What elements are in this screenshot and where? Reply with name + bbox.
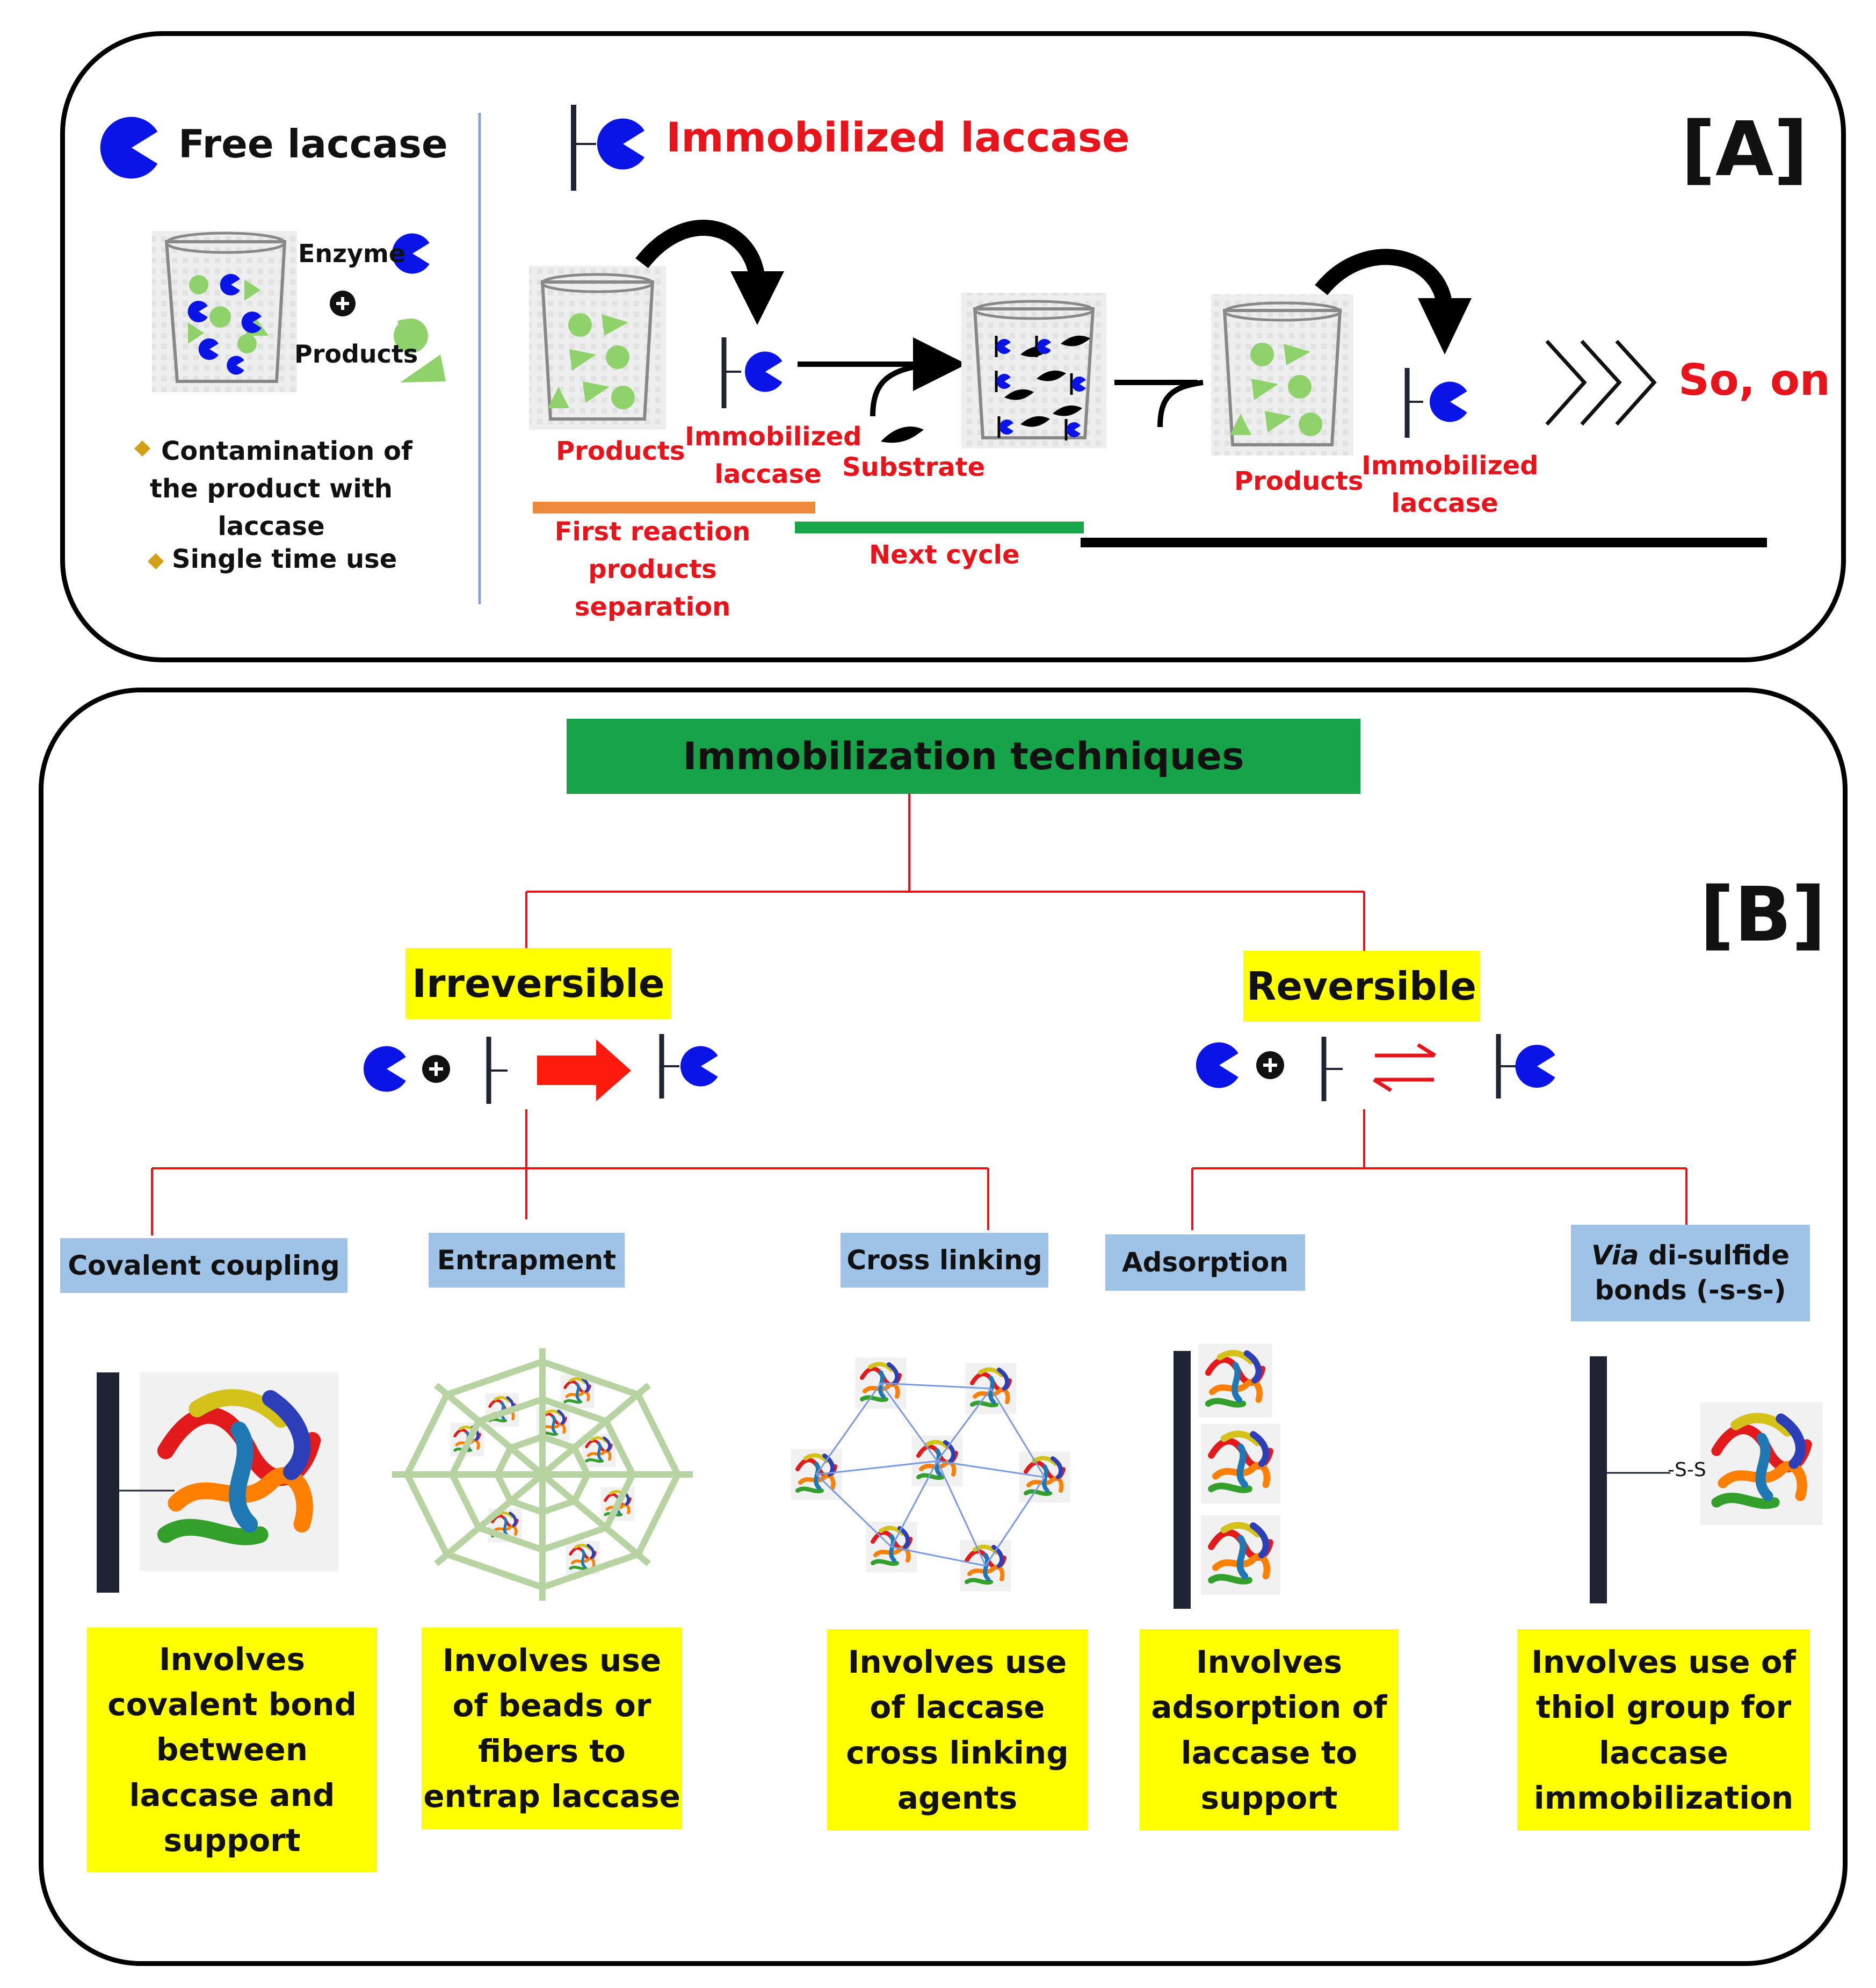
substrate-hook — [870, 363, 924, 417]
protein-adsorption-2-icon — [1200, 1423, 1281, 1504]
enzyme-icon-irr — [363, 1046, 406, 1092]
enzyme-icon-rev — [1196, 1042, 1238, 1088]
method-cross-linking: Cross linking — [841, 1233, 1048, 1288]
immobilized-enzyme-rev — [1515, 1045, 1555, 1088]
enzyme-label: Enzyme — [298, 239, 406, 268]
products-label: Products — [294, 339, 418, 368]
method-entrapment: Entrapment — [429, 1233, 625, 1288]
desc-covalent: Involves covalent bond between laccase a… — [87, 1628, 377, 1872]
techniques-title: Immobilization techniques — [567, 719, 1360, 794]
so-on-label: So, on — [1678, 355, 1830, 405]
desc-adsorption: Involves adsorption of laccase to suppor… — [1140, 1629, 1399, 1831]
support-bar-disulfide — [1590, 1356, 1607, 1603]
hook-2 — [1157, 380, 1204, 428]
plus-icon-rev — [1256, 1051, 1284, 1079]
panel-a-label: [A] — [1681, 106, 1808, 193]
bullet-diamond-icon — [134, 440, 164, 569]
protein-covalent-icon — [139, 1372, 339, 1572]
protein-adsorption-3-icon — [1200, 1515, 1281, 1595]
plus-icon-irr — [422, 1055, 450, 1083]
immobilized-laccase-label: Immobilized laccase — [666, 113, 1130, 161]
products-legend-icon — [394, 319, 446, 382]
reversible-label: Reversible — [1243, 951, 1480, 1022]
immobilized-enzyme-irr — [680, 1046, 718, 1087]
products-label-2: Products — [1234, 466, 1364, 496]
protein-adsorption-1-icon — [1198, 1343, 1272, 1418]
equilibrium-arrows-icon — [1373, 1043, 1436, 1092]
single-use-note: Single time use — [172, 544, 397, 574]
protein-illustrations — [139, 1343, 1823, 1595]
free-laccase-icon — [100, 117, 158, 179]
irreversible-equation — [363, 1034, 718, 1104]
curved-arrow-2 — [1315, 249, 1453, 308]
curved-arrow-1-head — [730, 271, 784, 325]
disulfide-ss-label: -S-S — [1668, 1459, 1706, 1481]
desc-cross-linking: Involves use of laccase cross linking ag… — [827, 1629, 1088, 1831]
method-covalent-coupling: Covalent coupling — [60, 1238, 347, 1293]
first-reaction-label: First reaction products separation — [554, 517, 751, 622]
protein-disulfide-icon — [1700, 1403, 1823, 1525]
immobilized-label-1: Immobilized laccase — [685, 422, 862, 489]
method-disulfide: Via di-sulfide bonds (-s-s-) — [1571, 1225, 1810, 1321]
desc-disulfide: Involves use of thiol group for laccase … — [1517, 1629, 1810, 1831]
support-bar-adsorption — [1174, 1351, 1191, 1609]
beaker-products-2 — [1211, 294, 1353, 456]
support-bar-covalent — [97, 1372, 119, 1593]
immobilized-laccase-icon-1 — [721, 337, 783, 408]
cross-link-lines — [815, 1382, 1046, 1567]
via-label: Via — [1591, 1240, 1639, 1271]
panel-b-label: [B] — [1700, 871, 1826, 959]
plus-icon-a — [330, 291, 356, 316]
red-arrow-icon — [537, 1039, 631, 1101]
reversible-equation — [1196, 1034, 1555, 1101]
chevron-icons — [1545, 339, 1657, 426]
tree-connectors — [151, 794, 1687, 1235]
protein-entrapped-icon-4 — [582, 1433, 616, 1467]
free-laccase-label: Free laccase — [178, 121, 448, 167]
contamination-note: Contamination of the product with laccas… — [150, 436, 412, 541]
method-adsorption: Adsorption — [1105, 1234, 1305, 1291]
substrate-label: Substrate — [842, 452, 986, 482]
immobilized-label-2: Immobilized laccase — [1361, 451, 1539, 518]
desc-entrapment: Involves use of beads or fibers to entra… — [422, 1628, 682, 1829]
next-cycle-label: Next cycle — [869, 540, 1020, 570]
immobilized-laccase-icon-2 — [1404, 368, 1467, 438]
products-label-1: Products — [556, 436, 685, 466]
curved-arrow-2-head — [1418, 298, 1472, 355]
entrapment-web-icon — [392, 1348, 693, 1601]
beaker-next-cycle — [961, 293, 1106, 449]
beaker-free-laccase — [152, 231, 297, 392]
substrate-drop-icon — [881, 426, 924, 443]
curved-arrow-1 — [635, 220, 765, 281]
immobilized-laccase-header-icon — [571, 105, 644, 191]
irreversible-label: Irreversible — [405, 948, 671, 1019]
beaker-products-1 — [529, 266, 666, 430]
